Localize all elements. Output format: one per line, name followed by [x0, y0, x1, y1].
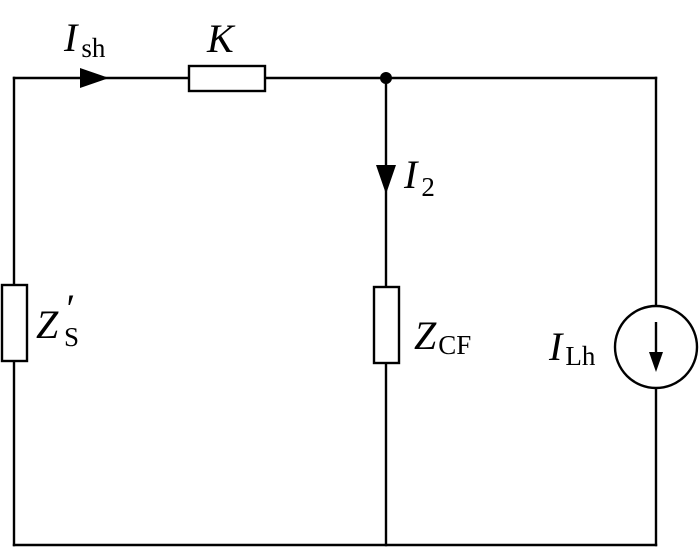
wires — [12, 76, 658, 547]
svg-text:S: S — [64, 322, 79, 352]
junction-node — [380, 72, 392, 84]
svg-text:′: ′ — [64, 286, 74, 331]
label-zcf: ZCF — [414, 313, 471, 360]
impedance-zs — [0, 283, 29, 363]
label-k: K — [206, 16, 236, 61]
ish-arrow-icon — [80, 68, 109, 88]
label-zs: Z ′ S — [36, 286, 79, 352]
resistor-k — [187, 64, 267, 93]
svg-text:Z: Z — [36, 302, 59, 347]
current-source-arrow-head-icon — [649, 352, 663, 372]
i2-arrow-icon — [376, 165, 396, 194]
current-source-ilh — [613, 304, 699, 390]
impedance-zcf — [372, 285, 401, 365]
